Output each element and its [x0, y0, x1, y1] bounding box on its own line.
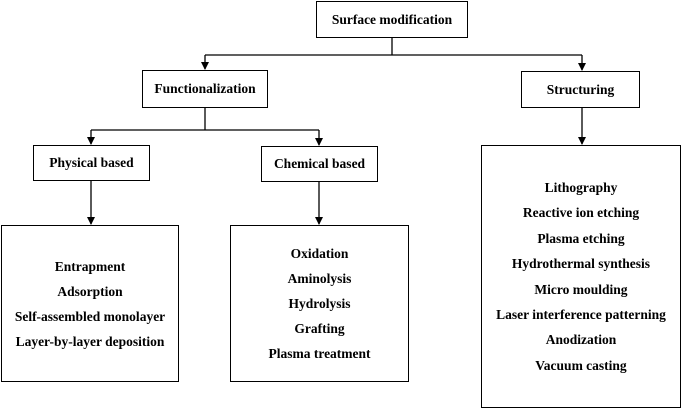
list-item: Hydrolysis — [288, 296, 351, 311]
list-item: Oxidation — [290, 246, 349, 261]
functionalization-label: Functionalization — [154, 81, 256, 96]
list-item: Aminolysis — [287, 271, 352, 286]
structuring-methods-list: Lithography Reactive ion etching Plasma … — [481, 145, 681, 408]
box-physical-based: Physical based — [33, 145, 150, 181]
list-item: Vacuum casting — [535, 357, 627, 373]
chemical-methods-list: Oxidation Aminolysis Hydrolysis Grafting… — [230, 225, 409, 382]
list-item: Adsorption — [57, 283, 123, 299]
chemical-label: Chemical based — [273, 156, 366, 171]
list-item: Plasma etching — [537, 230, 625, 246]
list-item: Anodization — [545, 332, 617, 348]
box-functionalization: Functionalization — [142, 70, 268, 108]
list-item: Self-assembled monolayer — [14, 308, 166, 324]
structuring-label: Structuring — [546, 81, 615, 97]
list-item: Lithography — [544, 179, 618, 195]
physical-methods-list: Entrapment Adsorption Self-assembled mon… — [1, 225, 179, 382]
root-box-surface-modification: Surface modification — [316, 1, 468, 38]
list-item: Micro moulding — [534, 281, 628, 297]
box-chemical-based: Chemical based — [261, 146, 378, 182]
box-structuring: Structuring — [521, 71, 640, 108]
list-item: Plasma treatment — [268, 346, 371, 361]
physical-label: Physical based — [49, 155, 134, 170]
list-item: Laser interference patterning — [496, 306, 666, 322]
list-item: Entrapment — [54, 258, 126, 274]
root-label: Surface modification — [331, 11, 453, 27]
list-item: Layer-by-layer deposition — [15, 333, 165, 349]
list-item: Hydrothermal synthesis — [511, 256, 651, 272]
list-item: Reactive ion etching — [522, 205, 640, 221]
list-item: Grafting — [294, 321, 345, 336]
